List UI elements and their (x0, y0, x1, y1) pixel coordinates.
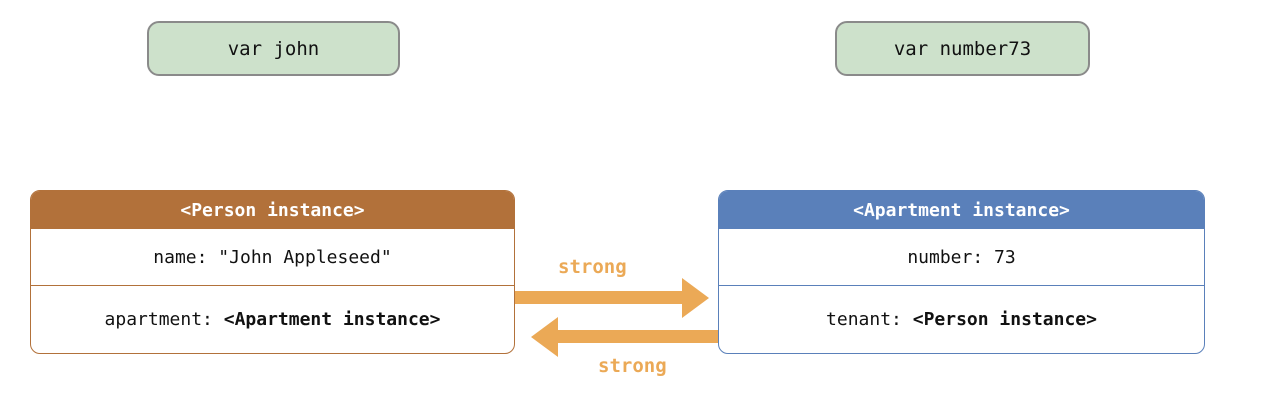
person-name-value: name: "John Appleseed" (153, 246, 392, 268)
apartment-tenant-reference: <Person instance> (912, 309, 1097, 330)
apartment-box-header: <Apartment instance> (719, 191, 1204, 229)
strong-label-top: strong (558, 256, 627, 278)
variable-box-john: var john (147, 21, 400, 76)
variable-number73-label: var number73 (893, 37, 1032, 60)
person-row-name: name: "John Appleseed" (31, 229, 514, 285)
variable-box-number73: var number73 (835, 21, 1090, 76)
apartment-row-number: number: 73 (719, 229, 1204, 285)
strong-arrow-right-head-icon (682, 278, 709, 318)
person-instance-box: <Person instance> name: "John Appleseed"… (30, 190, 515, 354)
person-apartment-reference: <Apartment instance> (223, 309, 441, 330)
strong-arrow-right-shaft (515, 291, 683, 304)
apartment-instance-box: <Apartment instance> number: 73 tenant: … (718, 190, 1205, 354)
variable-john-label: var john (227, 37, 320, 60)
strong-arrow-left-shaft (557, 330, 718, 343)
person-row-apartment: apartment: <Apartment instance> (31, 285, 514, 353)
strong-arrow-left-head-icon (531, 317, 558, 357)
person-box-header: <Person instance> (31, 191, 514, 229)
apartment-number-value: number: 73 (907, 246, 1016, 268)
apartment-row-tenant: tenant: <Person instance> (719, 285, 1204, 353)
apartment-tenant-property: tenant: (826, 309, 913, 330)
strong-label-bottom: strong (598, 355, 667, 377)
person-apartment-property: apartment: (104, 309, 224, 330)
